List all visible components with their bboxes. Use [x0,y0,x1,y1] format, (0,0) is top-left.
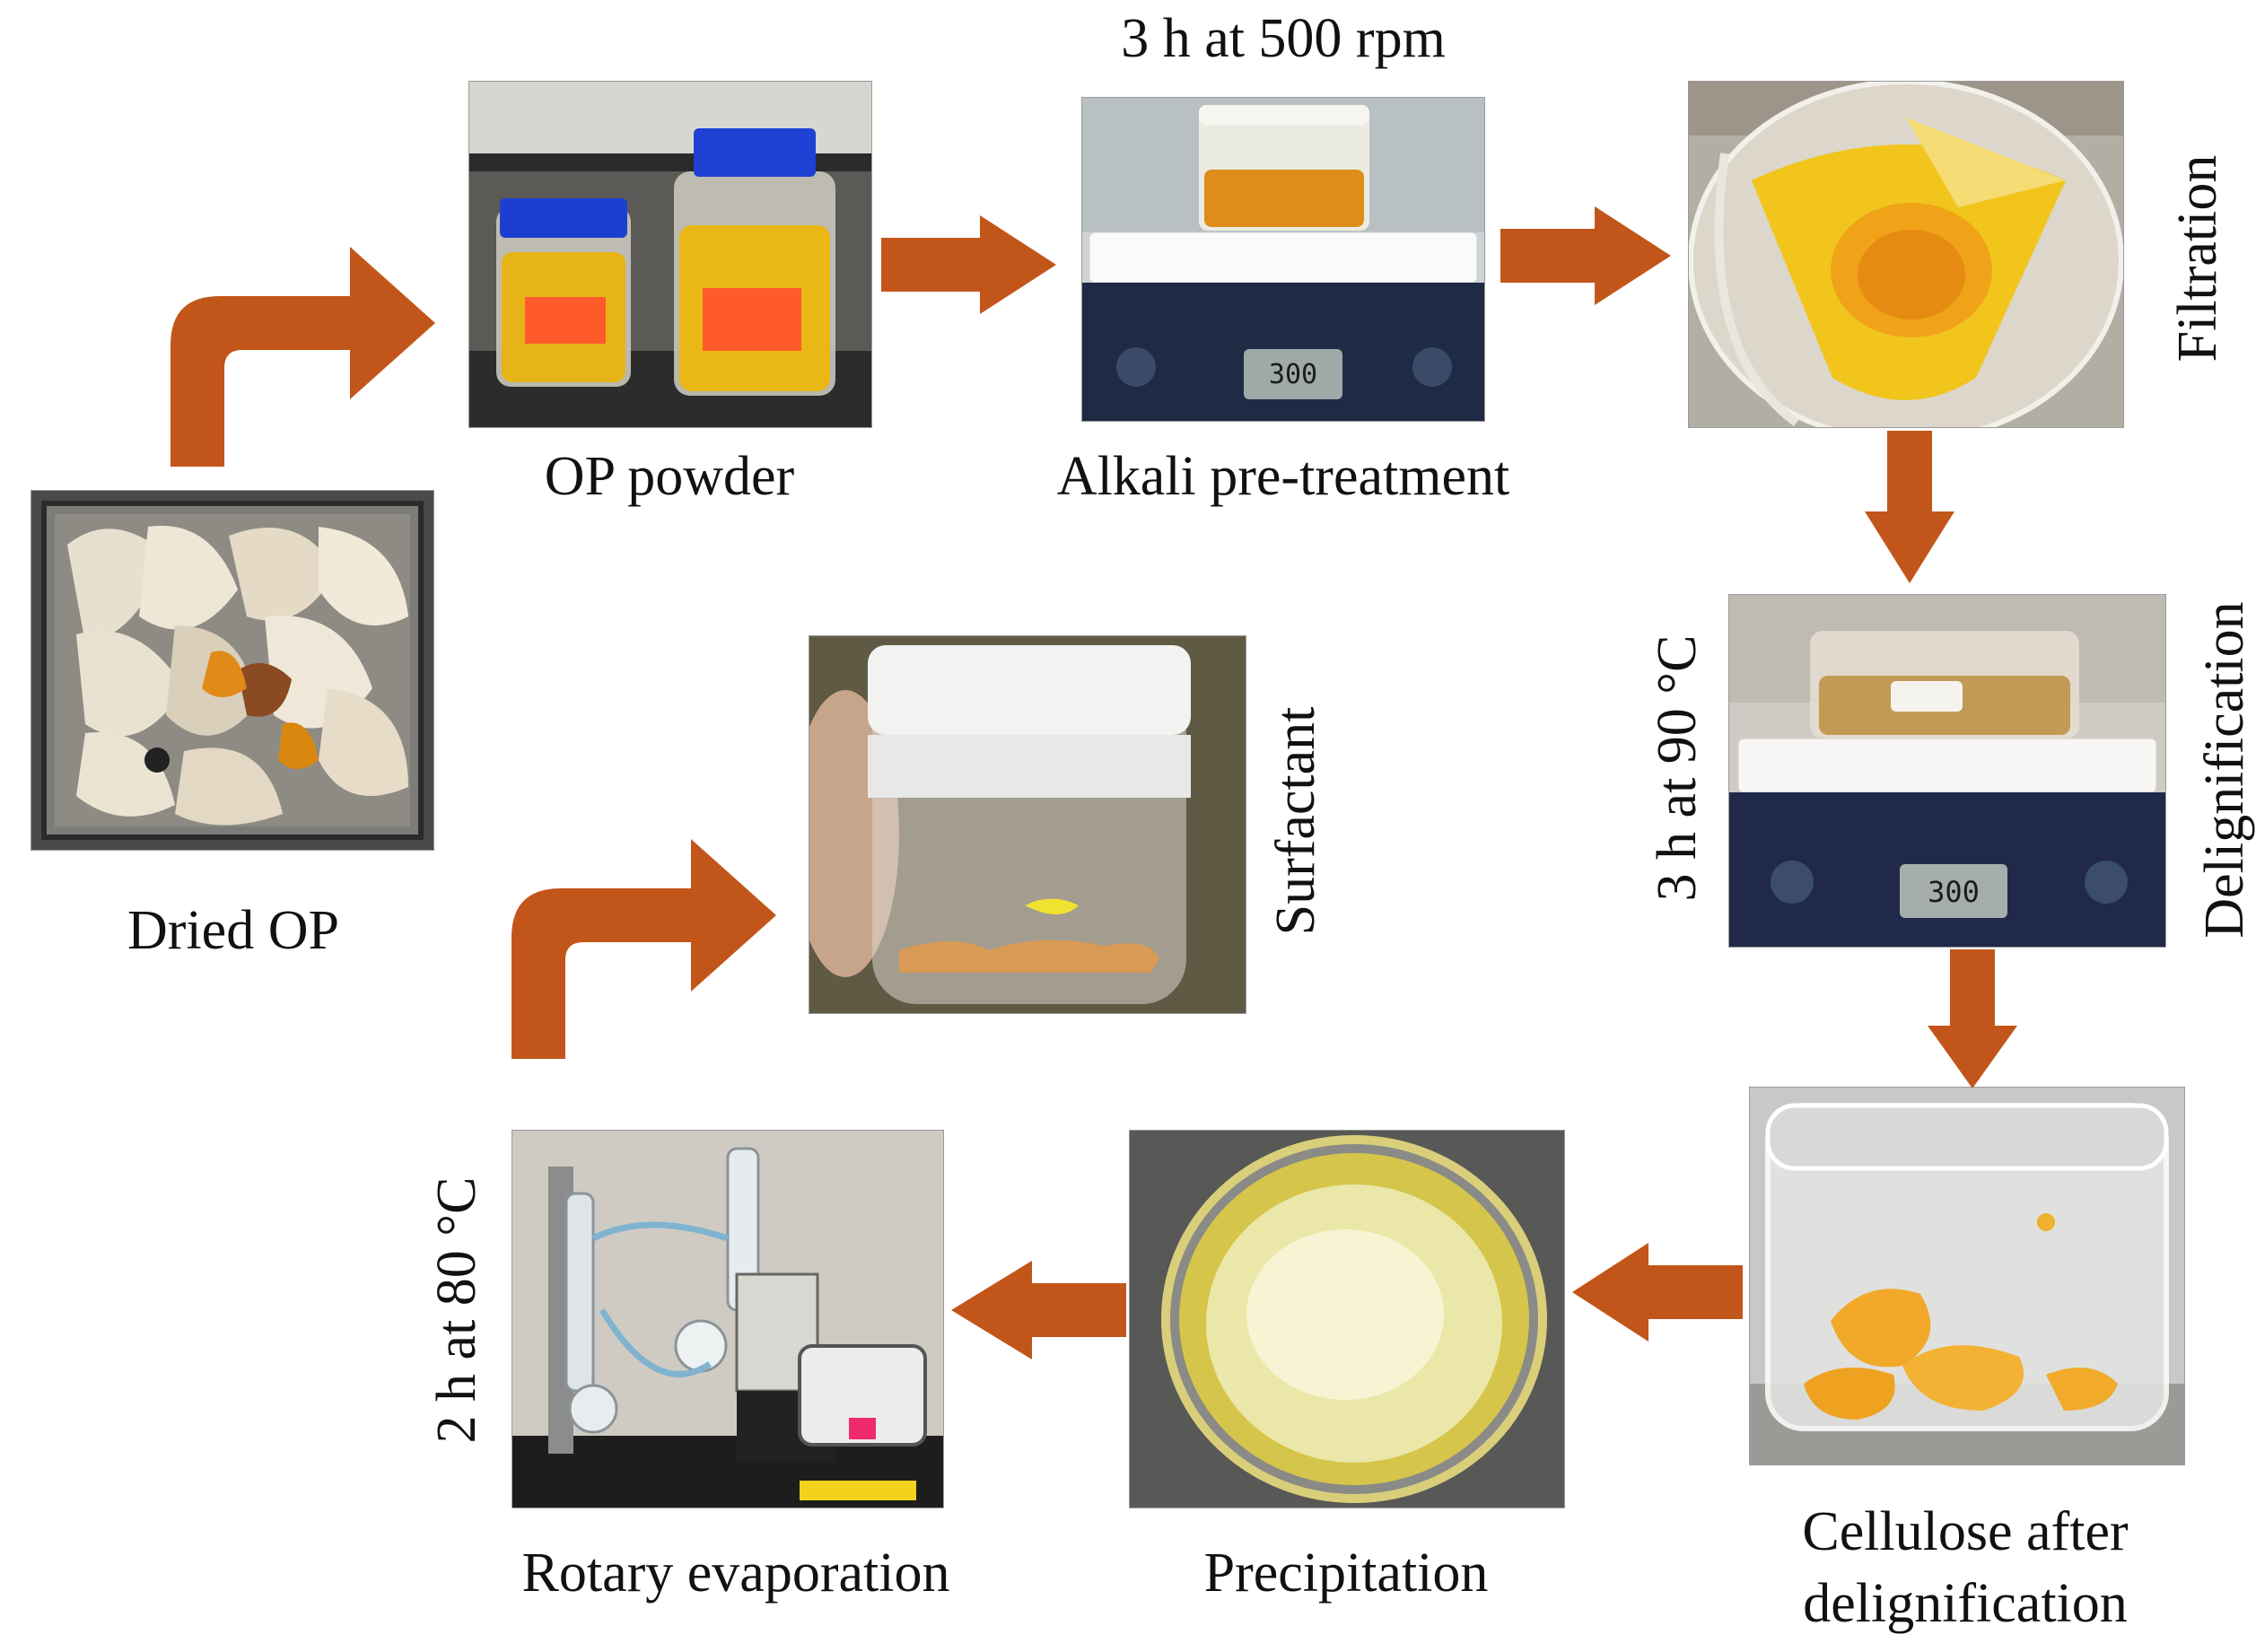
precipitation-photo [1129,1130,1565,1508]
delignification-label: Delignification [2194,601,2255,939]
delignification-stirrer-display: 300 [1928,875,1980,909]
delignification-condition-label: 3 h at 90 °C [1647,634,1708,902]
arrow-powder-to-alkali [881,215,1056,314]
alkali-label: Alkali pre-treatment [1056,446,1510,507]
surfactant-label: Surfactant [1265,706,1326,936]
filtration-label: Filtration [2167,154,2228,363]
surfactant-photo [809,635,1246,1014]
precipitation-label: Precipitation [1203,1543,1489,1604]
rotary-condition-label: 2 h at 80 °C [426,1176,487,1444]
op-powder-photo [468,81,872,428]
arrow-filtration-to-delignification [1865,431,1954,583]
cellulose-label-line1: Cellulose after [1802,1501,2129,1562]
alkali-pretreatment-photo: 300 [1081,97,1485,422]
arrow-delignification-to-cellulose [1928,949,2017,1088]
alkali-condition-label: 3 h at 500 rpm [1121,8,1446,69]
cellulose-label-line2: delignification [1803,1573,2128,1634]
op-powder-label: OP powder [544,446,795,507]
arrow-precipitation-to-rotary [951,1261,1126,1359]
filtration-photo [1688,81,2124,428]
alkali-stirrer-display: 300 [1269,359,1317,390]
dried-op-photo [31,490,434,851]
cellulose-photo [1749,1087,2185,1465]
arrow-dried-to-powder [171,242,440,467]
arrow-alkali-to-filtration [1500,206,1671,305]
dried-op-label: Dried OP [127,900,339,961]
delignification-photo: 300 [1728,594,2166,948]
arrow-cellulose-to-precipitation [1572,1243,1743,1342]
rotary-evaporation-photo [512,1130,944,1508]
arrow-rotary-to-surfactant [512,835,781,1059]
rotary-evaporation-label: Rotary evaporation [521,1543,950,1604]
